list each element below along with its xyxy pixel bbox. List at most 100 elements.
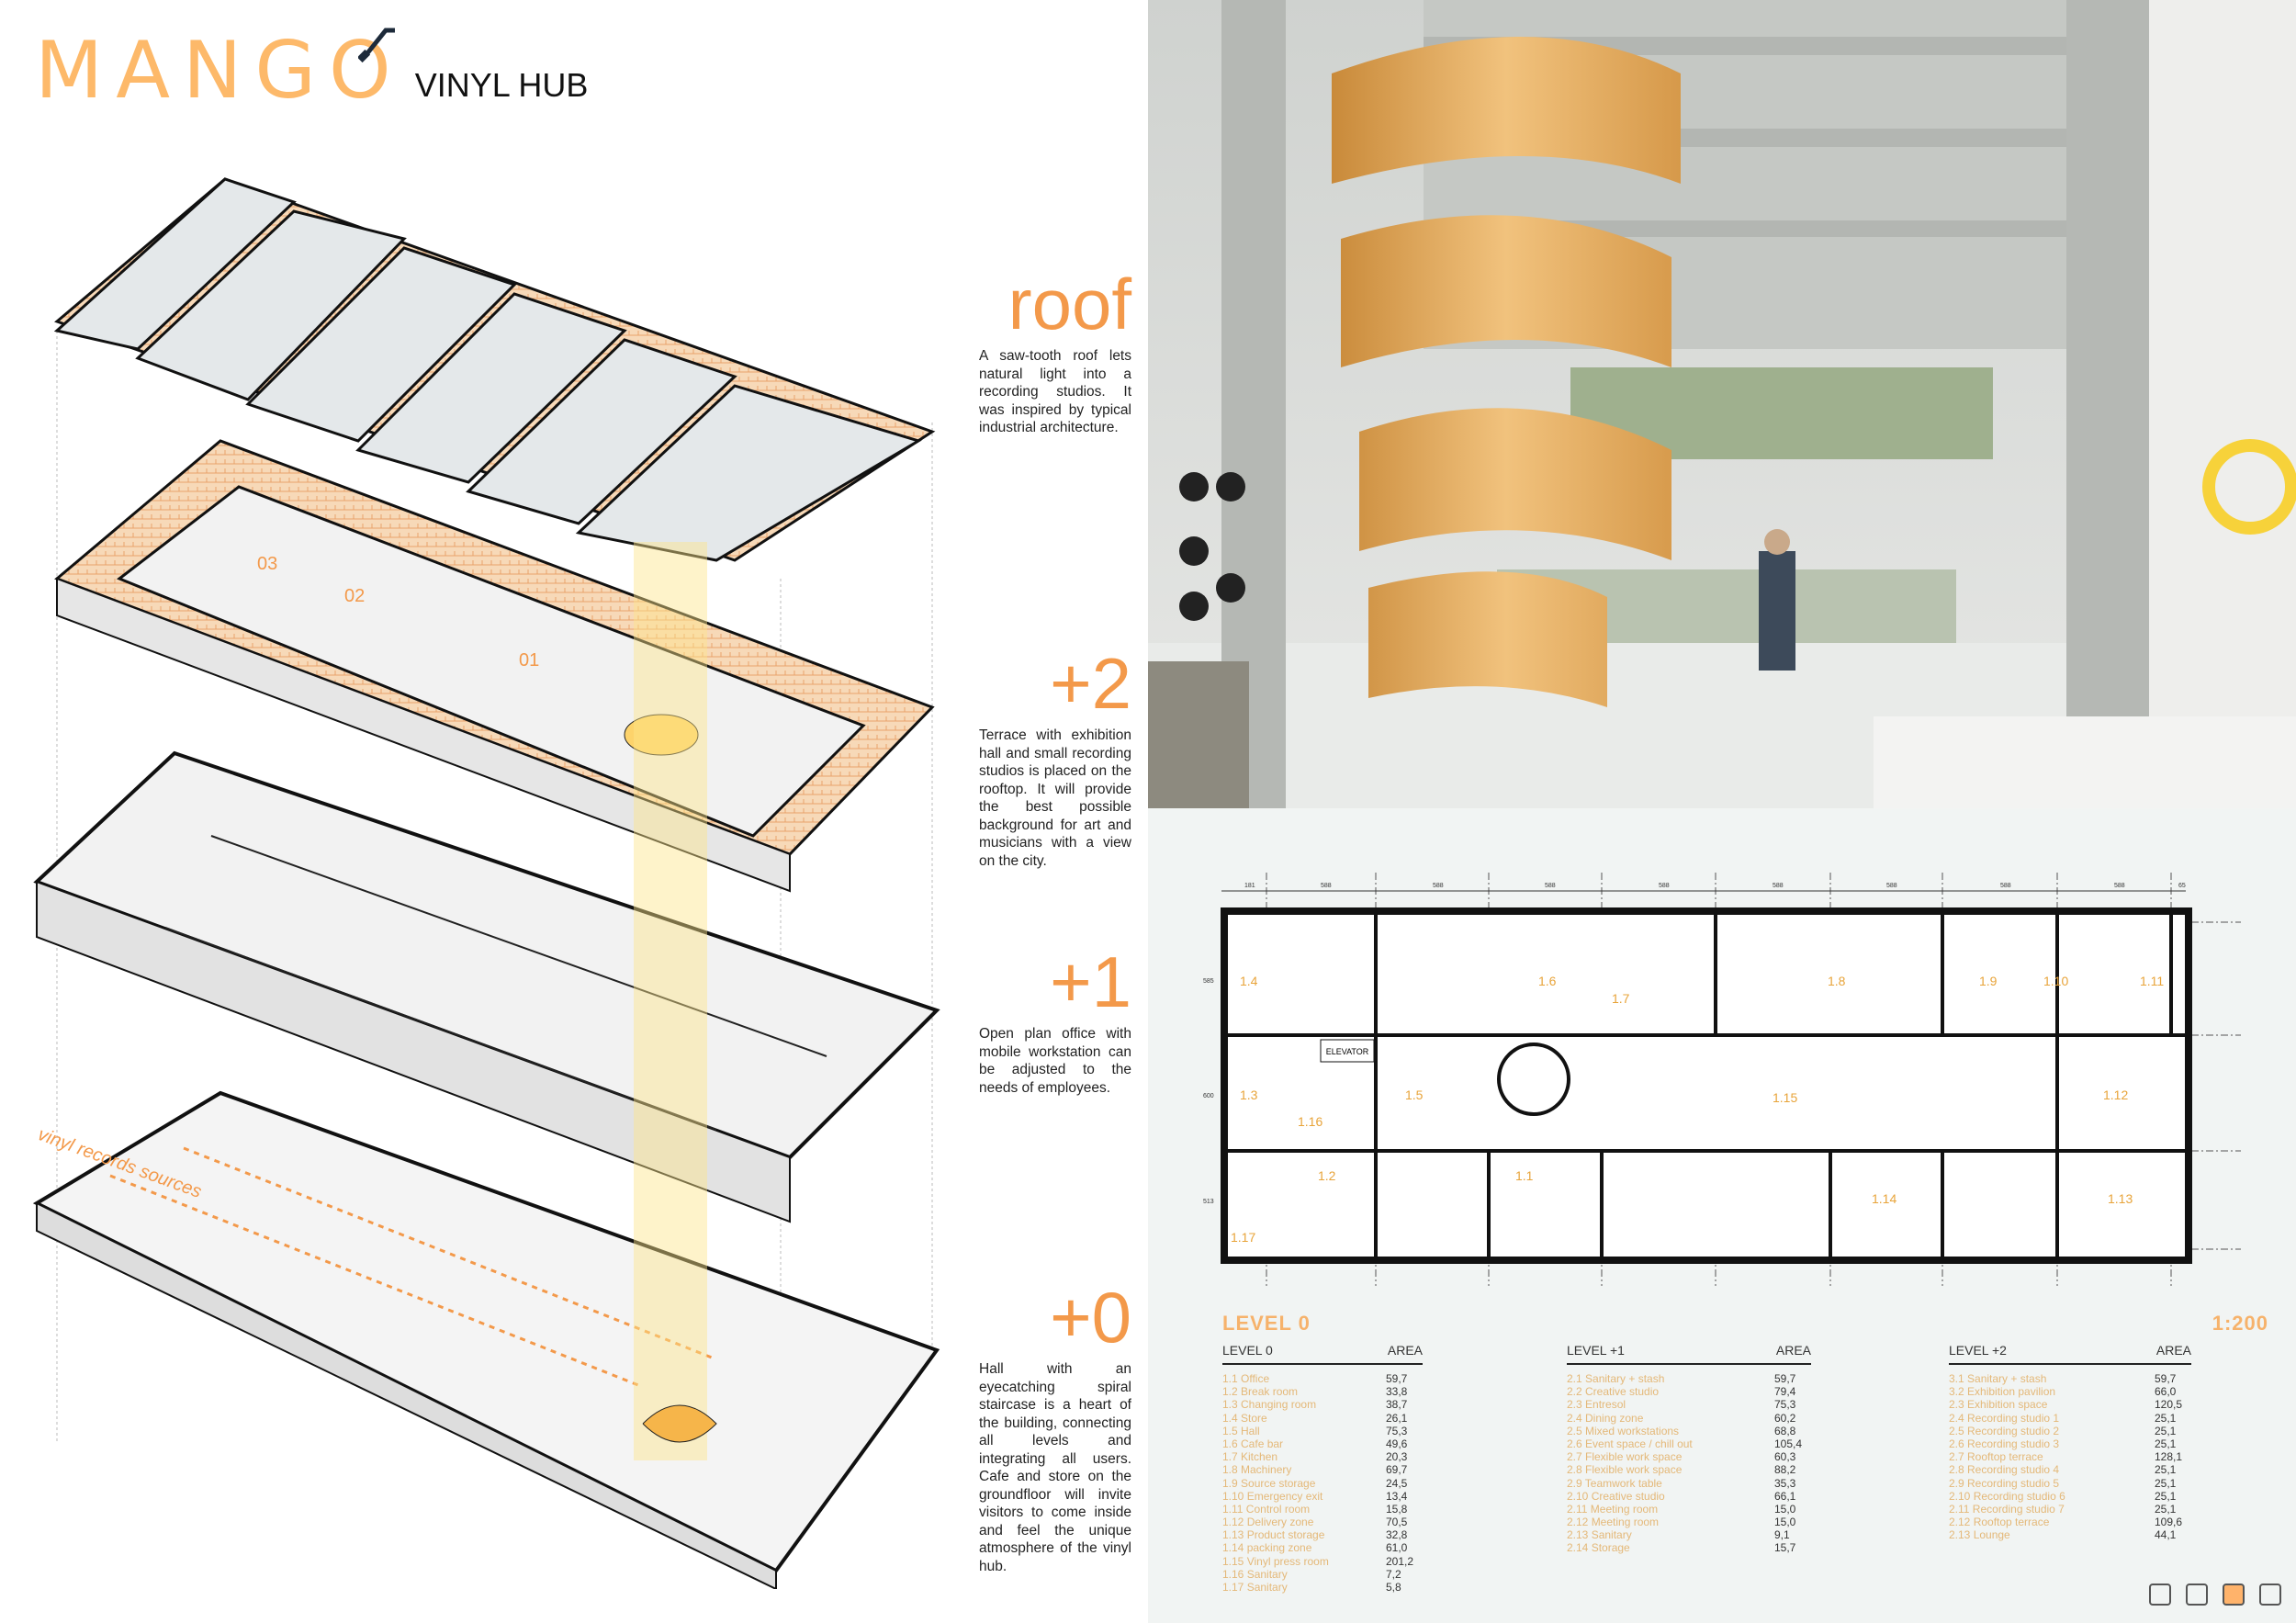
room-name: 2.11 Recording studio 7 xyxy=(1949,1502,2065,1516)
room-name: 2.12 Rooftop terrace xyxy=(1949,1516,2050,1529)
room-name: 1.4 Store xyxy=(1222,1411,1267,1425)
room-label: 1.11 xyxy=(2140,974,2164,988)
room-name: 2.13 Lounge xyxy=(1949,1528,2010,1542)
table-header-level: LEVEL +2 xyxy=(1949,1343,2007,1358)
room-name: 2.7 Flexible work space xyxy=(1567,1450,1683,1464)
table-header-level: LEVEL +1 xyxy=(1567,1343,1625,1358)
room-name: 1.12 Delivery zone xyxy=(1222,1516,1314,1529)
room-name: 2.12 Meeting room xyxy=(1567,1516,1660,1529)
room-name: 2.1 Sanitary + stash xyxy=(1567,1372,1665,1385)
room-area: 61,0 xyxy=(1386,1541,1408,1555)
elevator-label: ELEVATOR xyxy=(1326,1047,1369,1056)
room-area: 15,0 xyxy=(1774,1502,1796,1516)
table-row: 2.9 Teamwork table 35,3 xyxy=(1567,1477,1811,1490)
room-area: 25,1 xyxy=(2155,1502,2177,1516)
room-area: 88,2 xyxy=(1774,1463,1796,1477)
room-area: 66,1 xyxy=(1774,1489,1796,1503)
dimension-label: 588 xyxy=(2000,883,2011,889)
page-indicator-3-active[interactable] xyxy=(2223,1584,2245,1606)
room-name: 1.16 Sanitary xyxy=(1222,1567,1288,1581)
room-label: 1.3 xyxy=(1240,1088,1258,1102)
table-row: 1.13 Product storage 32,8 xyxy=(1222,1528,1423,1541)
room-area: 24,5 xyxy=(1386,1476,1408,1490)
room-label: 1.7 xyxy=(1612,991,1630,1006)
room-area: 20,3 xyxy=(1386,1450,1408,1464)
dimension-label: 588 xyxy=(1433,883,1444,889)
room-name: 1.3 Changing room xyxy=(1222,1398,1317,1412)
room-area: 5,8 xyxy=(1386,1581,1401,1594)
section-heading: roof xyxy=(1007,264,1131,344)
logo-mark-icon xyxy=(2202,439,2296,535)
spiral-stair xyxy=(642,1404,717,1443)
room-area: 25,1 xyxy=(2155,1411,2177,1425)
room-name: 1.9 Source storage xyxy=(1222,1476,1316,1490)
room-area: 128,1 xyxy=(2155,1450,2183,1464)
room-label: 1.16 xyxy=(1298,1114,1322,1129)
room-area: 13,4 xyxy=(1386,1489,1408,1503)
room-label: 1.2 xyxy=(1318,1168,1336,1183)
table-header-level: LEVEL 0 xyxy=(1222,1343,1273,1358)
table-header-area: AREA xyxy=(2155,1343,2191,1358)
table-row: 2.13 Sanitary 9,1 xyxy=(1567,1528,1811,1541)
room-label: 1.10 xyxy=(2043,974,2068,988)
person-figure xyxy=(1759,551,1795,671)
room-area: 44,1 xyxy=(2155,1528,2177,1542)
page-indicator-1[interactable] xyxy=(2149,1584,2171,1606)
room-area: 120,5 xyxy=(2155,1398,2183,1412)
dimension-label: 588 xyxy=(1886,883,1897,889)
room-area: 32,8 xyxy=(1386,1528,1408,1542)
room-label: 1.14 xyxy=(1872,1191,1896,1206)
dimension-label: 588 xyxy=(1773,883,1784,889)
table-row: 1.14 packing zone 61,0 xyxy=(1222,1541,1423,1554)
room-area: 59,7 xyxy=(1386,1372,1408,1385)
room-label: 1.13 xyxy=(2108,1191,2133,1206)
room-area: 66,0 xyxy=(2155,1385,2177,1399)
room-area: 26,1 xyxy=(1386,1411,1408,1425)
room-name: 2.9 Teamwork table xyxy=(1567,1476,1662,1490)
room-name: 1.8 Machinery xyxy=(1222,1463,1292,1477)
room-area: 33,8 xyxy=(1386,1385,1408,1399)
room-name: 1.14 packing zone xyxy=(1222,1541,1312,1555)
room-name: 2.6 Recording studio 3 xyxy=(1949,1437,2060,1450)
room-area: 75,3 xyxy=(1386,1424,1408,1437)
dimension-label: 181 xyxy=(1244,883,1255,889)
page-indicator-4[interactable] xyxy=(2259,1584,2281,1606)
studio-label: 03 xyxy=(257,554,277,574)
spiral-staircase-icon xyxy=(1497,1043,1570,1116)
room-name: 2.5 Mixed workstations xyxy=(1567,1424,1680,1437)
room-area: 201,2 xyxy=(1386,1554,1414,1568)
room-area: 25,1 xyxy=(2155,1424,2177,1437)
room-name: 2.4 Recording studio 1 xyxy=(1949,1411,2060,1425)
room-area: 105,4 xyxy=(1774,1437,1803,1450)
level-0-slab xyxy=(32,1090,940,1589)
room-area: 69,7 xyxy=(1386,1463,1408,1477)
room-label: 1.12 xyxy=(2103,1088,2128,1102)
room-area: 7,2 xyxy=(1386,1567,1401,1581)
room-name: 2.13 Sanitary xyxy=(1567,1528,1632,1542)
room-name: 2.5 Recording studio 2 xyxy=(1949,1424,2060,1437)
room-label: 1.5 xyxy=(1405,1088,1424,1102)
axonometric-drawing: vinyl records sources 03 02 01 xyxy=(32,177,940,1589)
room-area: 35,3 xyxy=(1774,1476,1796,1490)
room-name: 1.13 Product storage xyxy=(1222,1528,1325,1542)
room-area: 9,1 xyxy=(1774,1528,1790,1542)
dimension-label: 513 xyxy=(1203,1199,1214,1205)
room-name: 2.3 Entresol xyxy=(1567,1398,1626,1412)
studio-label: 02 xyxy=(344,586,365,606)
level-1-slab xyxy=(33,750,940,1223)
page-indicator-2[interactable] xyxy=(2186,1584,2208,1606)
